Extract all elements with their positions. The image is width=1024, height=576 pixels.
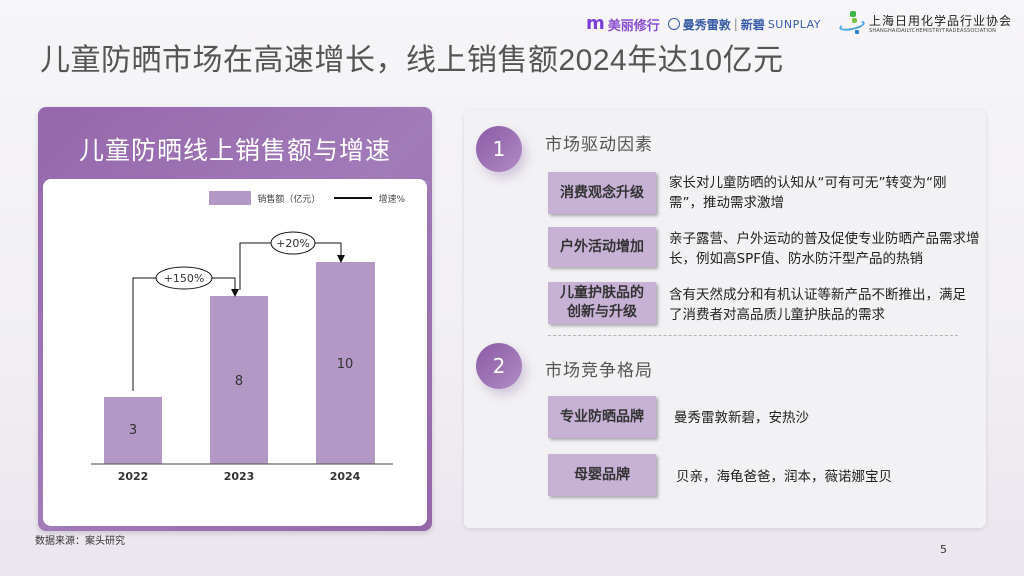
section-title-drivers: 市场驱动因素 <box>545 135 653 155</box>
tag-consumer-upgrade: 消费观念升级 <box>548 172 656 214</box>
x-tick-2022: 2022 <box>118 470 149 483</box>
sales-chart-panel: 儿童防晒线上销售额与增速 销售额（亿元） 增速% 3 8 10 2022 202… <box>38 107 432 531</box>
chart-legend: 销售额（亿元） 增速% <box>209 191 405 205</box>
market-analysis-panel: 1 市场驱动因素 消费观念升级 家长对儿童防晒的认知从“可有可无”转变为“刚需”… <box>464 110 986 528</box>
bar-label-2023: 8 <box>235 374 243 389</box>
chart-area: 销售额（亿元） 增速% 3 8 10 2022 2023 2024 +1 <box>43 179 427 526</box>
bar-2022 <box>104 397 162 464</box>
bar-2024 <box>316 262 375 464</box>
growth-bubble-1 <box>155 266 213 290</box>
bar-2023 <box>210 296 268 464</box>
growth-label-2: +20% <box>276 237 310 250</box>
header-logos: m 美丽修行 曼秀雷敦 | 新碧 SUNPLAY 上海日用化学品行业协会 SHA… <box>586 8 1012 40</box>
tag-product-innovation: 儿童护肤品的创新与升级 <box>548 282 656 324</box>
bar-chart: 3 8 10 2022 2023 2024 +150% +20% <box>91 231 393 483</box>
tag-sunscreen-brands: 专业防晒品牌 <box>548 396 656 438</box>
page-title: 儿童防晒市场在高速增长，线上销售额2024年达10亿元 <box>40 44 784 77</box>
x-tick-2024: 2024 <box>330 470 361 483</box>
meili-xiuxing-logo: m 美丽修行 <box>585 13 660 34</box>
growth-bubble-2 <box>270 231 316 255</box>
mentholatum-logo: 曼秀雷敦 | 新碧 SUNPLAY <box>667 16 821 33</box>
section-number-2: 2 <box>476 343 522 389</box>
association-logo: 上海日用化学品行业协会 SHANGHAIDAILYCHEMISTRYTRADEA… <box>838 11 1012 37</box>
desc-product-innovation: 含有天然成分和有机认证等新产品不断推出，满足了消费者对高品质儿童护肤品的需求 <box>669 287 966 323</box>
section-divider <box>548 335 958 336</box>
x-tick-2023: 2023 <box>224 470 255 483</box>
legend-line-label: 增速% <box>378 194 405 205</box>
meili-m-icon: m <box>585 13 605 34</box>
legend-bar-label: 销售额（亿元） <box>257 194 321 205</box>
chart-panel-title: 儿童防晒线上销售额与增速 <box>78 136 391 165</box>
association-emblem-icon <box>838 11 866 37</box>
desc-sunscreen-brands: 曼秀雷敦新碧，安热沙 <box>674 410 809 426</box>
growth-label-1: +150% <box>164 272 205 285</box>
data-source-note: 数据来源：案头研究 <box>35 536 125 547</box>
desc-outdoor-activity: 亲子露营、户外运动的普及促使专业防晒产品需求增长，例如高SPF值、防水防汗型产品… <box>669 231 980 267</box>
bar-label-2024: 10 <box>337 357 354 372</box>
legend-bar-swatch <box>209 191 252 205</box>
mentholatum-emblem-icon <box>667 18 680 30</box>
page-number: 5 <box>940 543 947 556</box>
tag-maternal-baby-brands: 母婴品牌 <box>548 454 656 496</box>
bar-label-2022: 3 <box>129 423 137 438</box>
legend-line-swatch <box>334 197 373 199</box>
desc-consumer-upgrade: 家长对儿童防晒的认知从“可有可无”转变为“刚需”，推动需求激增 <box>669 175 947 211</box>
desc-maternal-baby-brands: 贝亲，海龟爸爸，润本，薇诺娜宝贝 <box>676 469 892 485</box>
tag-outdoor-activity: 户外活动增加 <box>548 227 656 267</box>
section-number-1: 1 <box>476 126 522 172</box>
section-title-competition: 市场竞争格局 <box>545 361 653 381</box>
